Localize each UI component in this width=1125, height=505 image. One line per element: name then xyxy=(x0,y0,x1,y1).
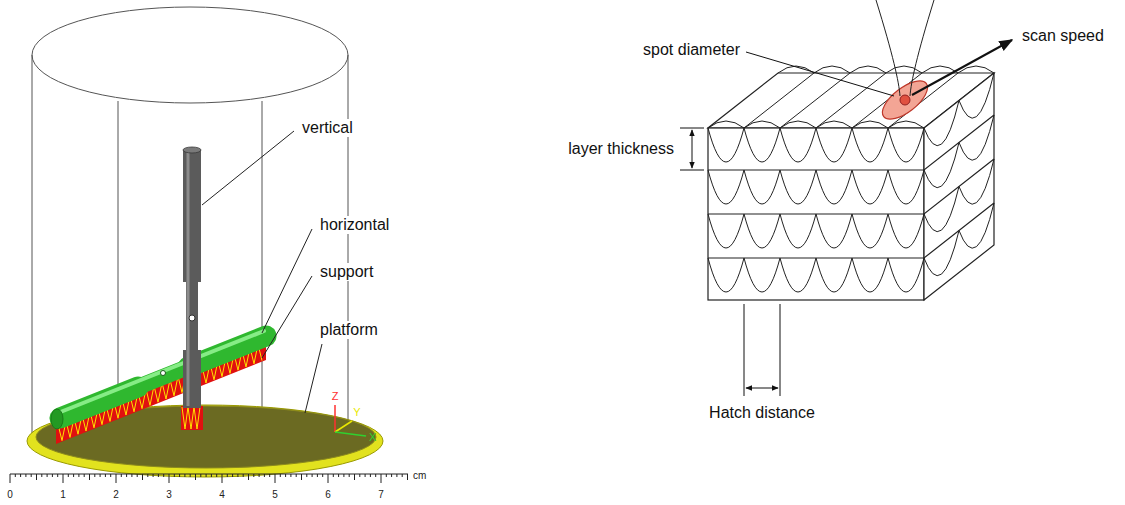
horizontal-specimen xyxy=(51,331,266,429)
scale-number: 0 xyxy=(7,489,13,501)
part-label: horizontal xyxy=(318,216,391,234)
powder-bed-block xyxy=(708,73,994,292)
horizontal-specimen xyxy=(60,387,138,418)
vertical-specimen xyxy=(183,147,201,153)
melt-pool xyxy=(900,95,910,105)
powder-bed-block xyxy=(708,66,994,300)
powder-bed-block xyxy=(708,66,994,128)
parameter-label: Hatch distance xyxy=(707,404,817,422)
horizontal-specimen xyxy=(60,336,266,418)
vertical-support xyxy=(181,406,203,430)
dimension-line xyxy=(680,128,704,129)
parameter-label: scan speed xyxy=(1020,27,1106,45)
parameter-label: spot diameter xyxy=(641,41,742,59)
coordinate-axes xyxy=(335,405,366,436)
melt-pool xyxy=(876,74,933,126)
horizontal-specimen xyxy=(51,409,63,429)
dimension-line xyxy=(680,170,704,171)
scale-number: 6 xyxy=(325,489,331,501)
dimension-line xyxy=(744,304,745,396)
laser-beam xyxy=(876,0,934,96)
leader-line xyxy=(202,131,322,413)
vertical-specimen xyxy=(187,151,190,406)
build-chamber-outline xyxy=(32,7,348,103)
laser-beam xyxy=(876,0,900,96)
dimension-line xyxy=(746,52,894,96)
scale-number: 1 xyxy=(60,489,66,501)
build-chamber-outline xyxy=(32,7,348,436)
scale-ruler xyxy=(10,474,408,483)
vertical-support xyxy=(182,407,200,429)
dimension-line xyxy=(780,304,781,396)
dimension-line xyxy=(746,388,778,389)
scale-number: 3 xyxy=(166,489,172,501)
scale-number: 7 xyxy=(378,489,384,501)
vertical-specimen xyxy=(183,150,201,282)
coordinate-axes xyxy=(335,421,352,432)
build-chamber-outline xyxy=(32,55,33,436)
melt-pool xyxy=(876,74,933,126)
dimension-line xyxy=(692,130,693,168)
scale-ruler xyxy=(10,474,408,483)
coordinate-axes xyxy=(334,405,336,432)
axis-label: Z xyxy=(332,390,339,403)
part-label: vertical xyxy=(300,119,355,137)
leader-line xyxy=(262,276,312,358)
horizontal-specimen xyxy=(58,331,264,413)
build-chamber-outline xyxy=(262,101,263,410)
dimension-line xyxy=(912,40,1012,95)
coordinate-axes xyxy=(335,432,366,436)
vertical-specimen xyxy=(189,315,195,321)
laser-beam xyxy=(910,0,934,96)
horizontal-specimen xyxy=(161,371,166,376)
scale-number: 4 xyxy=(219,489,225,501)
dimension-line xyxy=(680,40,1012,396)
scale-number: 2 xyxy=(113,489,119,501)
vertical-specimen xyxy=(183,350,201,408)
leader-line xyxy=(202,131,294,205)
leader-line xyxy=(305,344,322,413)
part-label: support xyxy=(318,263,375,281)
axis-label: Y xyxy=(353,406,360,419)
powder-bed-block xyxy=(708,115,994,258)
parameter-label: layer thickness xyxy=(566,140,676,158)
build-chamber-outline xyxy=(118,101,119,410)
vertical-support xyxy=(181,406,203,430)
scale-unit: cm xyxy=(413,470,426,482)
build-chamber-outline xyxy=(348,55,349,430)
vertical-specimen xyxy=(183,147,201,408)
part-label: platform xyxy=(318,321,380,339)
scale-number: 5 xyxy=(272,489,278,501)
axis-label: X xyxy=(369,431,376,444)
